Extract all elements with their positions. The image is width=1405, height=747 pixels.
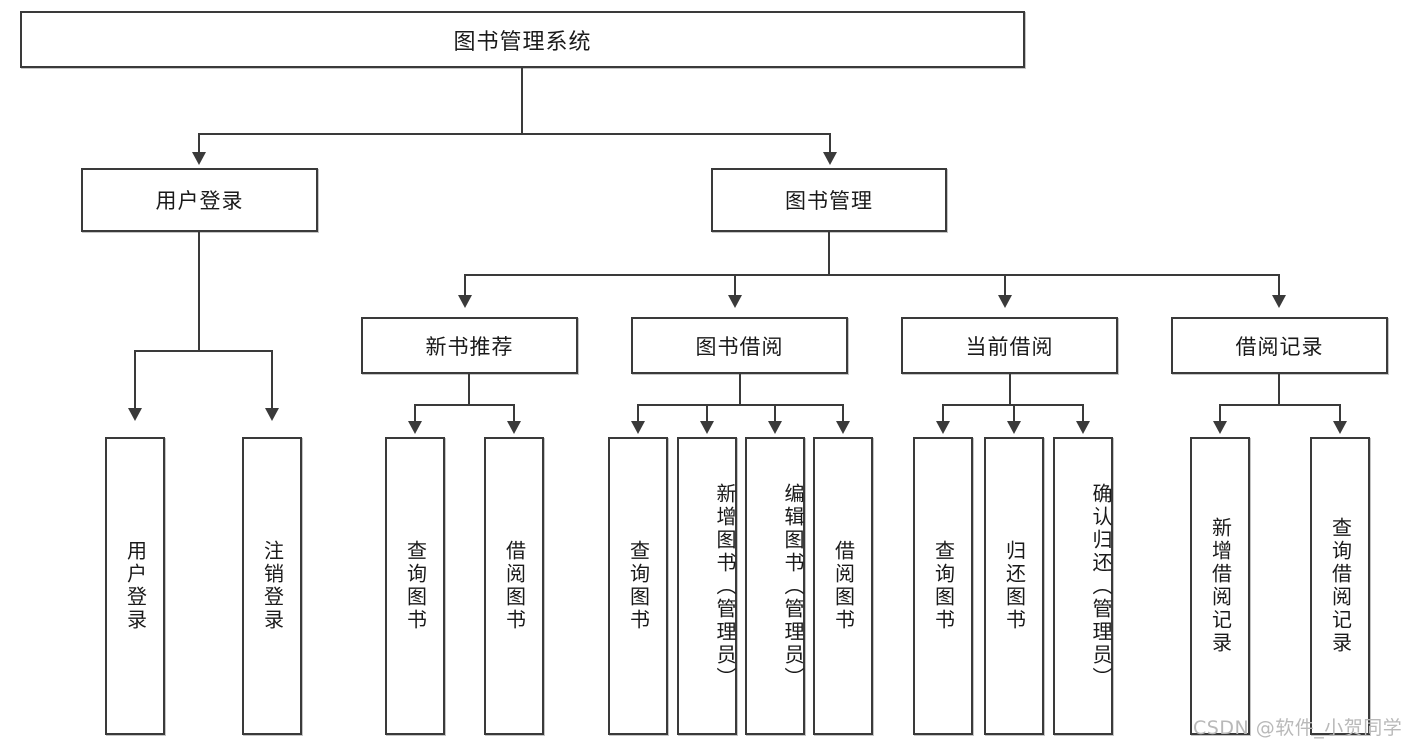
- edge-book-borrow-stem: [739, 374, 741, 406]
- node-new-book-recommend[interactable]: 新书推荐: [361, 317, 578, 374]
- node-label: 确认归还（管理员）: [1089, 482, 1113, 690]
- arrow-user-login-to-leaf-logout: [265, 408, 279, 421]
- edge-current-borrow-to-query: [942, 404, 944, 423]
- csdn-watermark: CSDN @软件_小贺同学: [1193, 717, 1403, 739]
- arrow-current-borrow-to-return: [1007, 421, 1021, 434]
- node-leaf-borrow-book-recommend[interactable]: 借阅图书: [484, 437, 544, 735]
- node-label: 新增借阅记录: [1208, 517, 1233, 655]
- node-label: 归还图书: [1002, 540, 1027, 632]
- arrow-user-login-to-leaf-login: [128, 408, 142, 421]
- arrow-root-to-book-manage: [823, 152, 837, 165]
- node-label: 查询图书: [626, 540, 651, 632]
- edge-book-manage-stem: [828, 232, 830, 276]
- edge-new-book-to-borrow: [513, 404, 515, 423]
- edge-borrow-record-to-query: [1339, 404, 1341, 423]
- arrow-new-book-to-borrow: [507, 421, 521, 434]
- edge-book-manage-bus: [464, 274, 1279, 276]
- edge-current-borrow-stem: [1009, 374, 1011, 406]
- edge-book-borrow-to-borrow: [842, 404, 844, 423]
- node-leaf-confirm-return-admin[interactable]: 确认归还（管理员）: [1053, 437, 1113, 735]
- node-label: 借阅图书: [831, 540, 856, 632]
- edge-book-borrow-to-edit: [774, 404, 776, 423]
- node-leaf-query-book-borrow[interactable]: 查询图书: [608, 437, 668, 735]
- arrow-book-manage-to-book-borrow: [728, 295, 742, 308]
- edge-book-manage-to-borrow-record: [1278, 274, 1280, 297]
- arrow-borrow-record-to-query: [1333, 421, 1347, 434]
- edge-root-bus: [198, 133, 831, 135]
- edge-borrow-record-to-add: [1219, 404, 1221, 423]
- node-label: 当前借阅: [965, 334, 1054, 359]
- node-leaf-user-logout[interactable]: 注销登录: [242, 437, 302, 735]
- node-label: 用户登录: [155, 189, 244, 213]
- edge-user-login-to-leaf-login: [134, 350, 136, 410]
- edge-user-login-bus: [134, 350, 272, 352]
- edge-current-borrow-to-confirm: [1082, 404, 1084, 423]
- node-label: 图书借阅: [695, 334, 784, 359]
- edge-book-borrow-to-query: [637, 404, 639, 423]
- node-borrow-record[interactable]: 借阅记录: [1171, 317, 1388, 374]
- node-label: 查询借阅记录: [1328, 517, 1353, 655]
- node-leaf-add-borrow-record[interactable]: 新增借阅记录: [1190, 437, 1250, 735]
- edge-current-borrow-to-return: [1013, 404, 1015, 423]
- edge-user-login-stem: [198, 232, 200, 351]
- arrow-current-borrow-to-query: [936, 421, 950, 434]
- node-book-borrow[interactable]: 图书借阅: [631, 317, 848, 374]
- node-user-login[interactable]: 用户登录: [81, 168, 318, 232]
- node-current-borrow[interactable]: 当前借阅: [901, 317, 1118, 374]
- node-label: 图书管理: [785, 189, 873, 213]
- arrow-book-borrow-to-edit: [768, 421, 782, 434]
- edge-book-manage-to-book-borrow: [734, 274, 736, 297]
- edge-new-book-stem: [468, 374, 470, 406]
- edge-book-manage-to-current-borrow: [1004, 274, 1006, 297]
- edge-borrow-record-bus: [1219, 404, 1340, 406]
- node-root-book-management-system[interactable]: 图书管理系统: [20, 11, 1025, 68]
- node-label: 查询图书: [931, 540, 956, 632]
- node-book-management[interactable]: 图书管理: [711, 168, 947, 232]
- arrow-new-book-to-query: [408, 421, 422, 434]
- node-label: 新书推荐: [425, 334, 514, 359]
- edge-root-to-book-manage: [829, 133, 831, 155]
- node-leaf-edit-book-admin[interactable]: 编辑图书（管理员）: [745, 437, 805, 735]
- arrow-book-manage-to-current-borrow: [998, 295, 1012, 308]
- edge-book-borrow-bus: [637, 404, 844, 406]
- arrow-borrow-record-to-add: [1213, 421, 1227, 434]
- node-label: 图书管理系统: [453, 29, 592, 55]
- edge-new-book-to-query: [414, 404, 416, 423]
- node-label: 借阅图书: [502, 540, 527, 632]
- node-label: 用户登录: [123, 540, 148, 632]
- arrow-book-borrow-to-query: [631, 421, 645, 434]
- node-leaf-query-borrow-record[interactable]: 查询借阅记录: [1310, 437, 1370, 735]
- arrow-book-borrow-to-add: [700, 421, 714, 434]
- arrow-book-manage-to-borrow-record: [1272, 295, 1286, 308]
- edge-user-login-to-leaf-logout: [271, 350, 273, 410]
- arrow-book-borrow-to-borrow: [836, 421, 850, 434]
- node-label: 借阅记录: [1235, 334, 1324, 359]
- node-leaf-return-book[interactable]: 归还图书: [984, 437, 1044, 735]
- arrow-book-manage-to-new-book: [458, 295, 472, 308]
- node-leaf-borrow-book[interactable]: 借阅图书: [813, 437, 873, 735]
- node-leaf-user-login[interactable]: 用户登录: [105, 437, 165, 735]
- node-label: 编辑图书（管理员）: [781, 482, 805, 690]
- node-leaf-query-book-current[interactable]: 查询图书: [913, 437, 973, 735]
- node-label: 查询图书: [403, 540, 428, 632]
- arrow-current-borrow-to-confirm: [1076, 421, 1090, 434]
- node-label: 新增图书（管理员）: [713, 482, 737, 690]
- node-leaf-add-book-admin[interactable]: 新增图书（管理员）: [677, 437, 737, 735]
- edge-book-manage-to-new-book: [464, 274, 466, 297]
- edge-borrow-record-stem: [1278, 374, 1280, 406]
- edge-new-book-bus: [414, 404, 515, 406]
- edge-book-borrow-to-add: [706, 404, 708, 423]
- node-label: 注销登录: [260, 540, 285, 632]
- edge-root-to-user-login: [198, 133, 200, 155]
- node-leaf-query-book-recommend[interactable]: 查询图书: [385, 437, 445, 735]
- edge-root-stem: [521, 68, 523, 134]
- edge-current-borrow-bus: [942, 404, 1082, 406]
- arrow-root-to-user-login: [192, 152, 206, 165]
